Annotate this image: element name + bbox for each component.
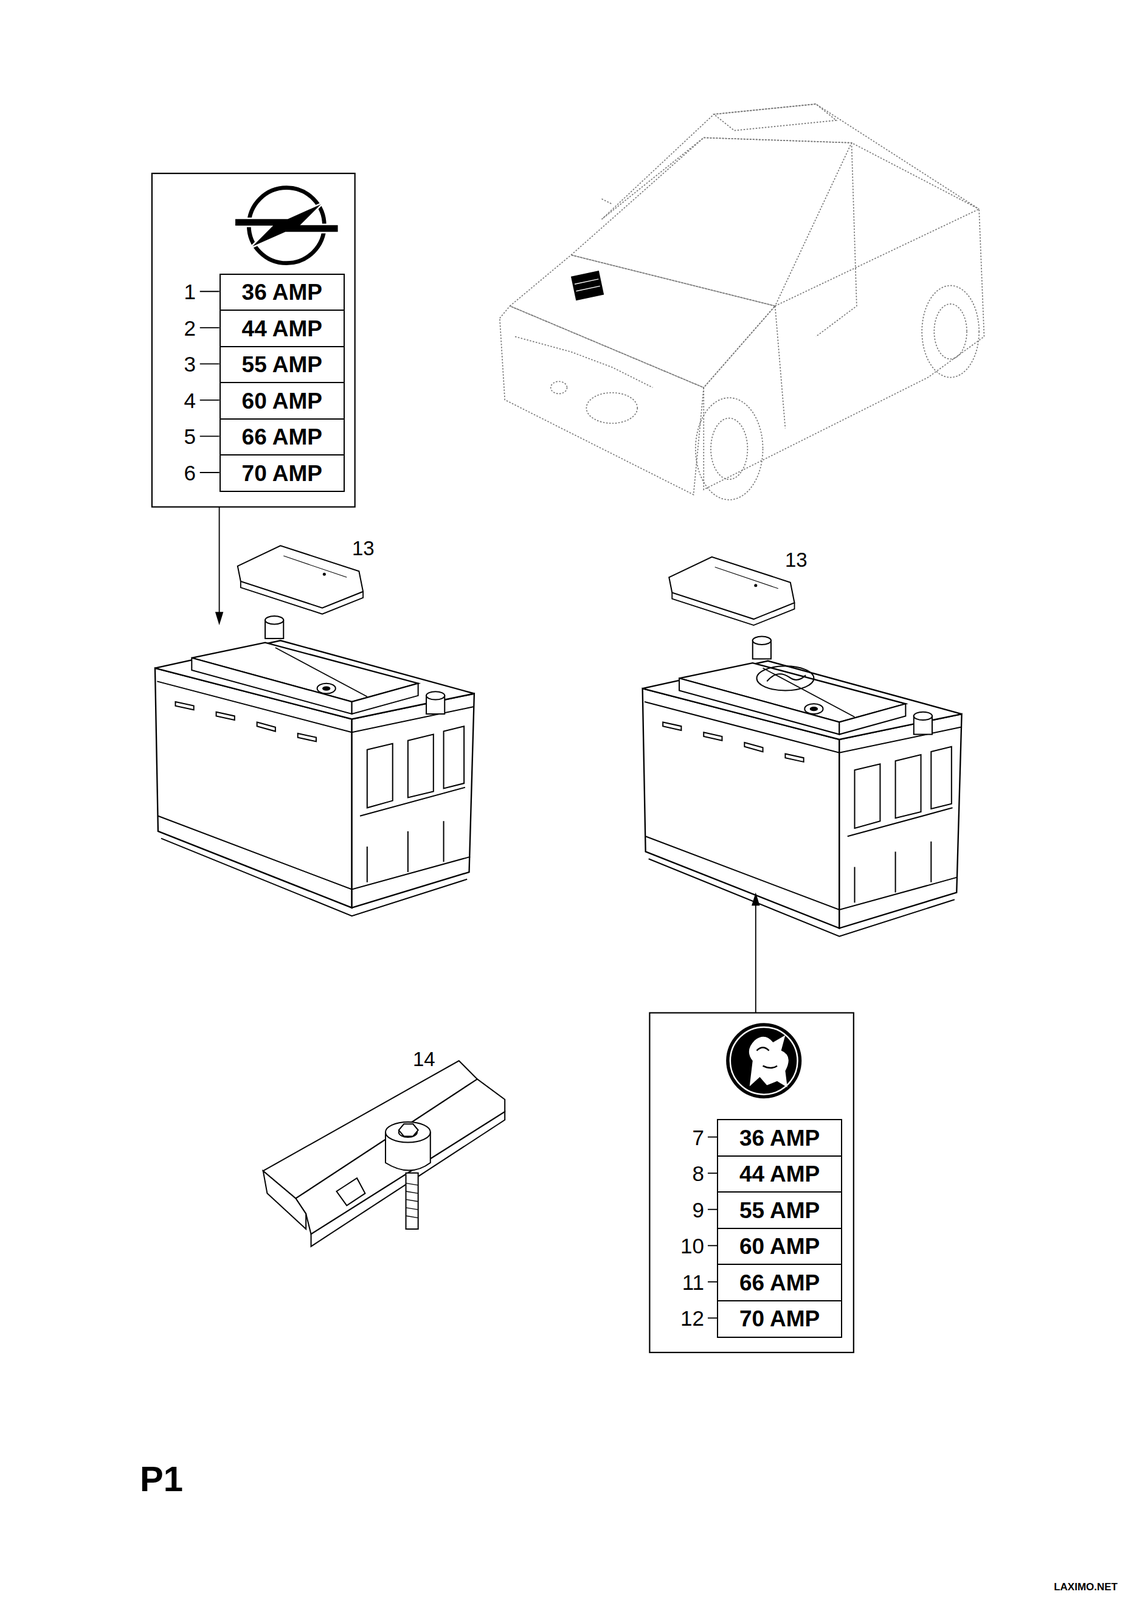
amp-cell: 70 AMP — [716, 1300, 843, 1338]
callout-number: 6 — [184, 461, 196, 486]
callout-number: 14 — [412, 1048, 436, 1071]
amp-rating: 36 AMP — [242, 280, 323, 304]
watermark: LAXIMO.NET — [1053, 1581, 1118, 1594]
callout-number: 7 — [692, 1126, 705, 1150]
amp-rating: 60 AMP — [739, 1234, 820, 1258]
callout-number: 4 — [184, 389, 196, 413]
amp-rating: 44 AMP — [242, 317, 323, 340]
amp-rating: 55 AMP — [242, 353, 323, 376]
callout-number: 3 — [184, 352, 196, 377]
callout-number: 13 — [785, 549, 808, 571]
callout-number: 13 — [352, 537, 375, 560]
car-outline — [499, 103, 985, 500]
callout-number: 2 — [184, 316, 196, 341]
amp-rating: 66 AMP — [242, 425, 323, 449]
amp-cell: 55 AMP — [716, 1191, 843, 1229]
callout-number: 9 — [692, 1198, 705, 1223]
amp-cell: 55 AMP — [219, 345, 345, 384]
frame — [649, 1012, 854, 1353]
battery-location — [570, 270, 604, 301]
vauxhall-logo — [726, 1022, 802, 1099]
amp-rating: 36 AMP — [739, 1126, 820, 1150]
amp-rating: 44 AMP — [739, 1162, 820, 1186]
callout-number: 11 — [682, 1270, 705, 1295]
amp-cell: 44 AMP — [716, 1155, 843, 1194]
amp-rating: 70 AMP — [242, 462, 323, 485]
amp-rating: 55 AMP — [739, 1199, 820, 1222]
amp-rating: 60 AMP — [242, 389, 323, 413]
amp-cell: 66 AMP — [219, 418, 345, 457]
page-code: P1 — [139, 1459, 184, 1499]
battery-clamp — [263, 1060, 505, 1246]
amp-cell: 70 AMP — [219, 454, 345, 492]
amp-cell: 60 AMP — [716, 1227, 843, 1266]
amp-cell: 36 AMP — [219, 273, 345, 312]
amp-cell: 44 AMP — [219, 309, 345, 348]
amp-rating: 70 AMP — [739, 1307, 820, 1330]
amp-cell: 66 AMP — [716, 1263, 843, 1302]
amp-cell: 36 AMP — [716, 1118, 843, 1157]
amp-rating: 66 AMP — [739, 1271, 820, 1294]
callout-number: 8 — [692, 1162, 705, 1186]
frame — [152, 173, 356, 507]
callout-number: 12 — [680, 1306, 705, 1331]
amp-cell: 60 AMP — [219, 381, 345, 420]
callout-number: 1 — [184, 280, 196, 305]
callout-number: 5 — [184, 425, 196, 449]
callout-number: 10 — [680, 1234, 705, 1259]
